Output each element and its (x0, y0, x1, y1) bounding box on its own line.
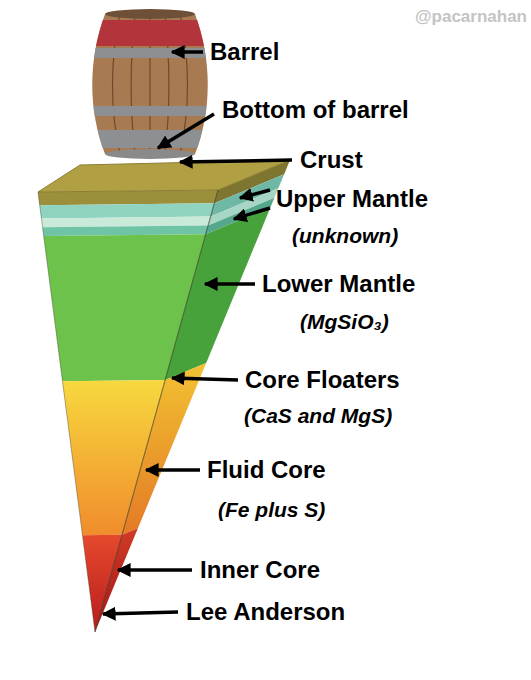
lower-mantle-band (165, 207, 270, 380)
crust-band (38, 190, 218, 205)
watermark: @pacarnahan (415, 7, 527, 27)
layer-label: Upper Mantle (276, 185, 428, 213)
layer-label: Fluid Core (207, 456, 326, 484)
layer-label: Lower Mantle (262, 270, 415, 298)
fluid-core-band (122, 363, 206, 535)
layer-label: Crust (300, 146, 363, 174)
barrel-hoop (80, 130, 220, 148)
upper-mantle-band (40, 203, 215, 218)
leader-arrow (172, 50, 203, 54)
leader-arrow (146, 468, 200, 472)
part-label: Barrel (210, 38, 279, 66)
barrel-red-band (80, 20, 220, 46)
wedge-edge (95, 190, 218, 632)
upper-mantle-band (43, 225, 209, 236)
layer-label: Inner Core (200, 556, 320, 584)
leader-arrows (103, 52, 292, 614)
leader-arrow (158, 114, 214, 148)
upper-mantle-band (41, 217, 210, 228)
leader-arrow (118, 568, 192, 572)
leader-arrow (240, 190, 270, 198)
leader-arrow (234, 208, 270, 219)
front-face (38, 190, 218, 632)
leader-arrow (172, 378, 238, 380)
inner-core-band (95, 528, 138, 632)
barrel-hoop (80, 106, 220, 116)
wedge-edge (38, 190, 218, 632)
leader-arrow (103, 612, 178, 614)
composition-note: (CaS and MgS) (244, 404, 392, 428)
barrel-top (105, 9, 195, 19)
layer-label: Core Floaters (245, 366, 400, 394)
leader-arrow (205, 282, 255, 286)
crust-top-face (38, 160, 290, 192)
composition-note: (MgSiO₃) (300, 310, 389, 334)
composition-note: (Fe plus S) (218, 498, 325, 522)
layer-label: Lee Anderson (186, 598, 345, 626)
barrel-illustration (80, 9, 220, 159)
barrel-bottom (105, 149, 195, 159)
barrel-hoop (80, 48, 220, 58)
leader-arrow (180, 160, 292, 162)
composition-note: (unknown) (292, 224, 398, 248)
part-label: Bottom of barrel (222, 96, 409, 124)
